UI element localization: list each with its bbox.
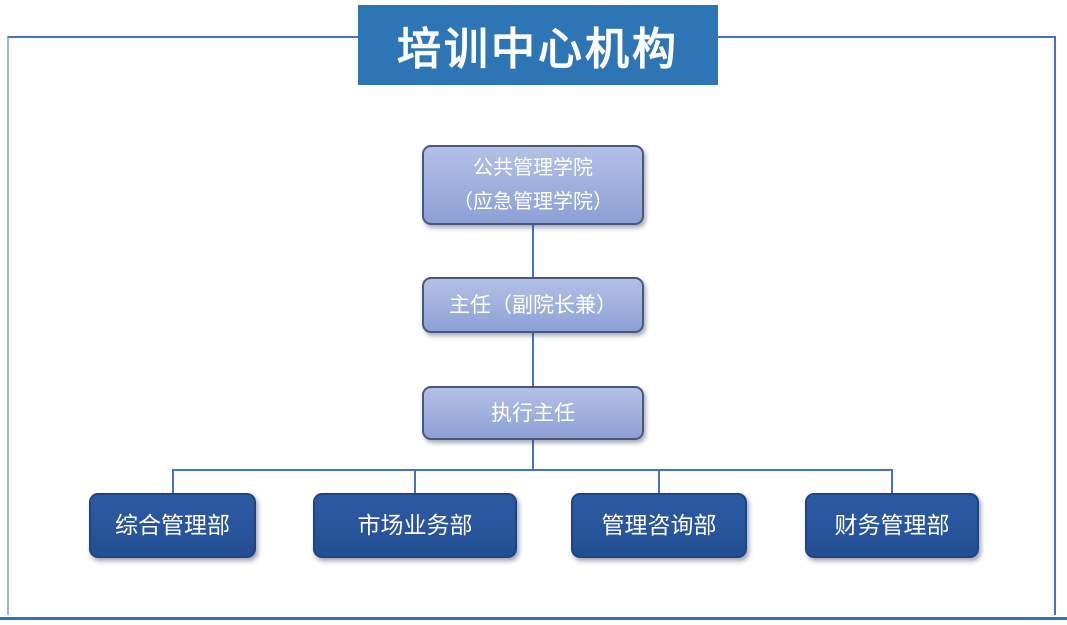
org-node-root: 公共管理学院 （应急管理学院） [422,145,644,225]
dept-label: 管理咨询部 [601,512,717,538]
connector-rail-to-dept-0 [172,469,174,493]
connector-root-to-director [532,225,534,277]
connector-rail-to-dept-1 [414,469,416,493]
dept-label: 市场业务部 [357,512,473,538]
connector-rail-to-dept-2 [658,469,660,493]
connector-rail-to-dept-3 [891,469,893,493]
org-node-dept-management-consulting: 管理咨询部 [571,493,747,558]
org-node-root-line2: （应急管理学院） [453,191,613,213]
dept-label: 财务管理部 [834,512,950,538]
org-node-dept-general-management: 综合管理部 [89,493,256,558]
org-node-executive-director: 执行主任 [422,386,644,440]
org-node-dept-market-business: 市场业务部 [313,493,517,558]
org-node-director-label: 主任（副院长兼） [449,293,617,317]
org-node-executive-director-label: 执行主任 [491,401,575,425]
bottom-rule-line [0,617,1067,620]
org-node-director: 主任（副院长兼） [422,277,644,333]
connector-director-to-executive [532,333,534,386]
connector-executive-to-rail [532,440,534,471]
department-rail-line [172,469,893,471]
org-node-root-line1: 公共管理学院 [473,157,593,179]
chart-title: 培训中心机构 [397,25,679,74]
dept-label: 综合管理部 [115,512,230,538]
org-node-dept-finance-management: 财务管理部 [805,493,979,558]
chart-title-banner: 培训中心机构 [358,5,718,85]
